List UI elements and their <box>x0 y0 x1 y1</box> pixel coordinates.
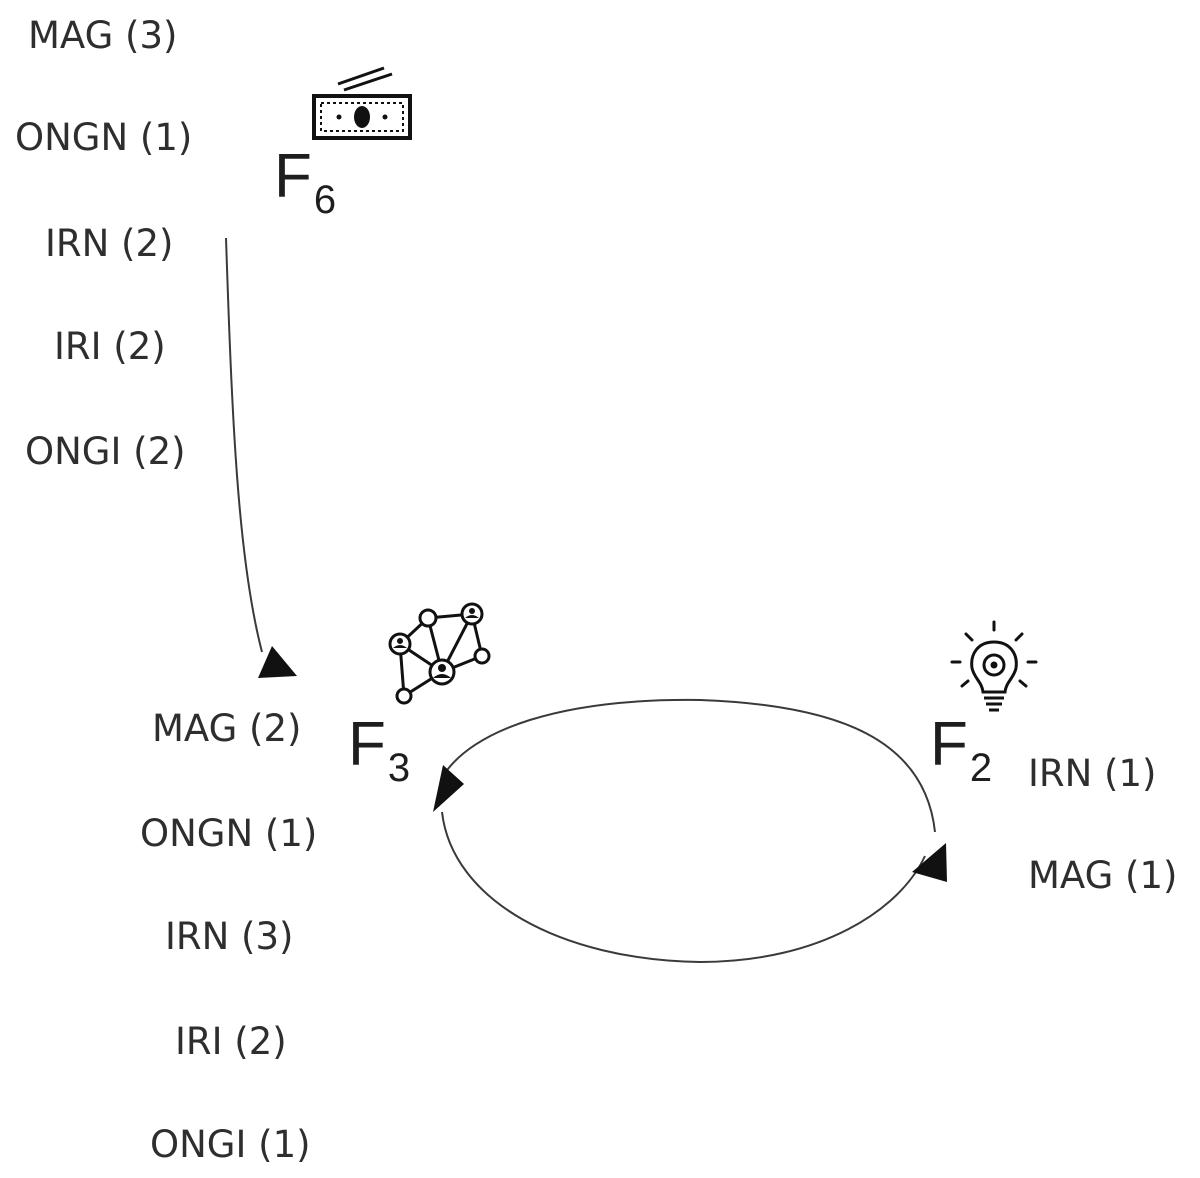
edge-f2-to-f3 <box>442 698 936 833</box>
edge-f3-to-f2-arrowhead <box>912 843 947 882</box>
f2-item-2: MAG (1) <box>1028 854 1178 897</box>
factor-f3-label: F3 <box>348 714 410 789</box>
money-icon <box>312 66 412 140</box>
f3-item-3: IRN (3) <box>165 915 294 958</box>
f3-item-2: ONGN (1) <box>140 812 318 855</box>
factor-f6-subscript: 6 <box>313 178 337 222</box>
f6-item-1: MAG (3) <box>28 14 178 57</box>
network-icon <box>388 602 491 705</box>
f6-item-2: ONGN (1) <box>15 116 193 159</box>
factor-f2-label: F2 <box>930 714 992 789</box>
f3-item-5: ONGI (1) <box>150 1123 311 1166</box>
edge-f2-to-f3-arrowhead <box>433 765 464 812</box>
f3-item-1: MAG (2) <box>152 707 302 750</box>
edge-f6-to-f3 <box>225 237 263 653</box>
f6-item-5: ONGI (2) <box>25 430 186 473</box>
f6-item-4: IRI (2) <box>54 325 166 368</box>
factor-f3-subscript: 3 <box>387 746 411 790</box>
factor-f3-letter: F <box>348 710 386 779</box>
factor-f6-letter: F <box>274 142 312 211</box>
f6-item-3: IRN (2) <box>45 222 174 265</box>
lightbulb-icon <box>950 620 1038 712</box>
f3-item-4: IRI (2) <box>175 1020 287 1063</box>
factor-f6-label: F6 <box>274 146 336 221</box>
factor-f2-letter: F <box>930 710 968 779</box>
edge-f3-to-f2 <box>441 811 926 964</box>
edge-f6-to-f3-arrowhead <box>258 646 297 678</box>
f2-item-1: IRN (1) <box>1028 752 1157 795</box>
factor-f2-subscript: 2 <box>969 746 993 790</box>
